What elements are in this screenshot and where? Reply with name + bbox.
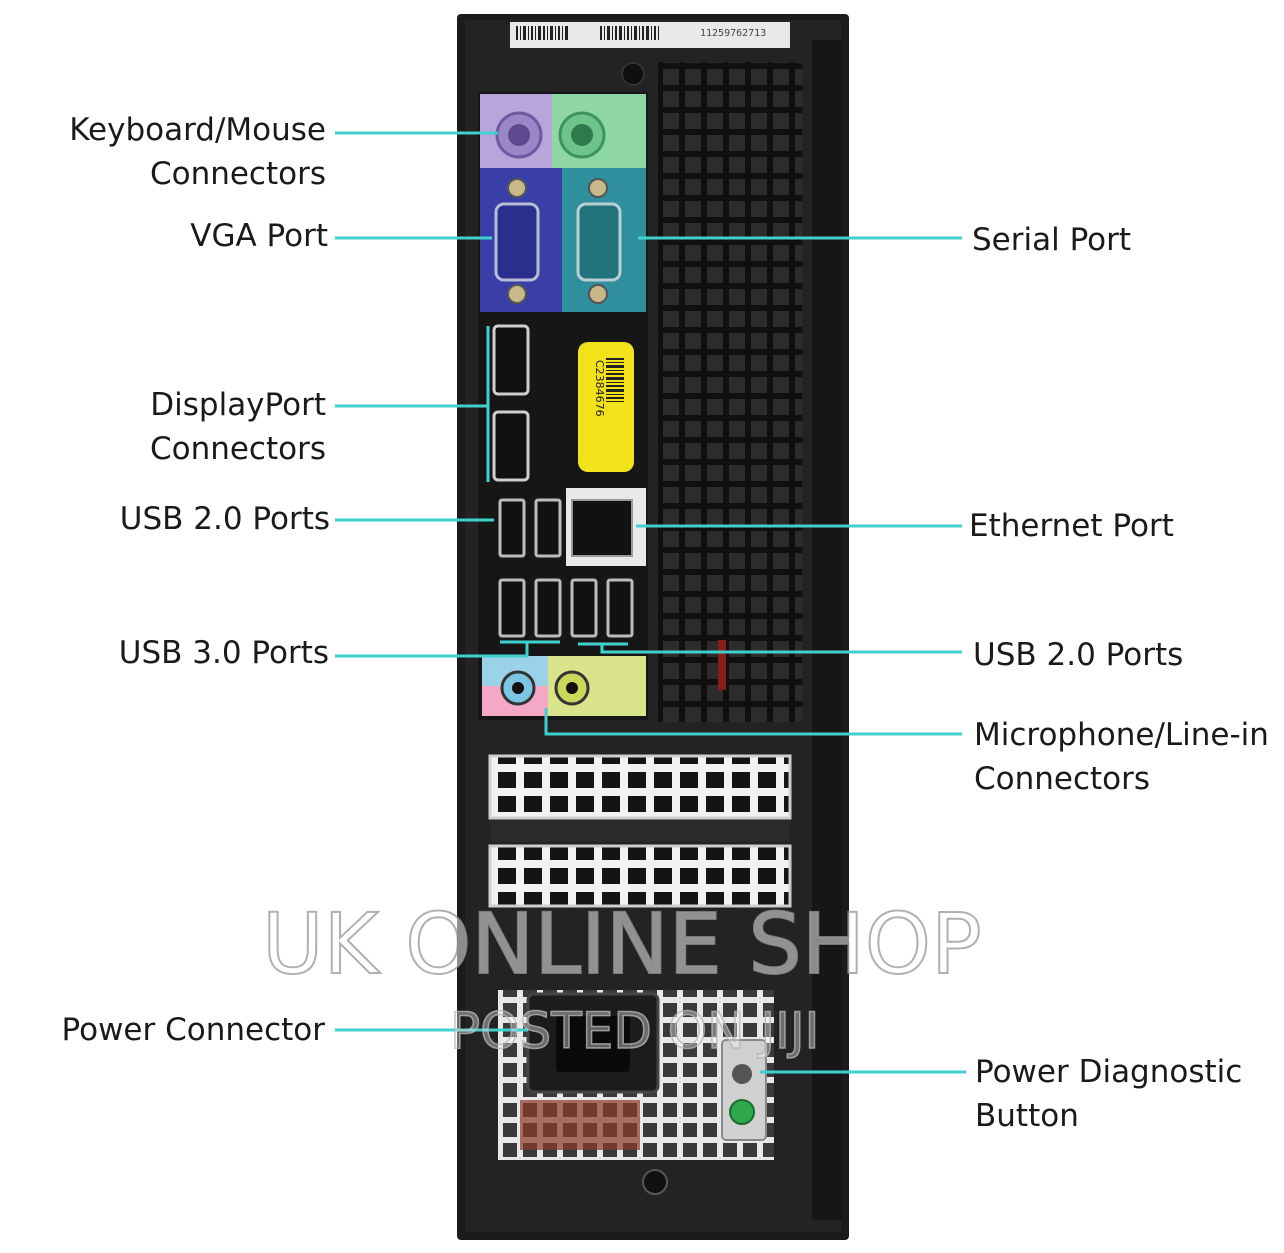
usb2-port-upper-2 <box>534 498 562 558</box>
leader-lines <box>335 131 966 1074</box>
label-mic-line-in: Microphone/Line-in Connectors <box>974 713 1269 801</box>
label-keyboard-mouse-line2: Connectors <box>149 156 326 192</box>
label-displayport-line1: DisplayPort <box>150 387 326 423</box>
label-serial: Serial Port <box>972 218 1131 262</box>
label-serial-text: Serial Port <box>972 222 1132 258</box>
label-power-diagnostic-line2: Button <box>975 1098 1079 1134</box>
label-power-diagnostic-line1: Power Diagnostic <box>975 1054 1243 1090</box>
label-mic-line-in-line2: Connectors <box>974 761 1151 797</box>
screw <box>621 62 645 86</box>
label-usb2-left-text: USB 2.0 Ports <box>119 501 330 537</box>
label-usb2-left: USB 2.0 Ports <box>120 497 330 541</box>
label-power-diagnostic: Power Diagnostic Button <box>975 1050 1242 1138</box>
label-usb2-right-text: USB 2.0 Ports <box>973 637 1184 673</box>
label-usb2-right: USB 2.0 Ports <box>973 633 1183 677</box>
watermark-shop-name: UK ONLINE SHOP <box>261 894 983 994</box>
label-power-connector: Power Connector <box>62 1008 325 1052</box>
label-power-connector-text: Power Connector <box>61 1012 325 1048</box>
label-keyboard-mouse: Keyboard/Mouse Connectors <box>69 108 326 196</box>
power-diagnostic-led <box>732 1064 752 1084</box>
power-diagnostic-button <box>729 1099 755 1125</box>
label-keyboard-mouse-line1: Keyboard/Mouse <box>69 112 326 148</box>
expansion-slot-1 <box>488 754 792 820</box>
usb3-port-1 <box>498 578 526 638</box>
vga-port <box>494 202 540 282</box>
label-ethernet: Ethernet Port <box>969 504 1174 548</box>
barcode-sticker-text: C2384676 <box>593 360 606 417</box>
psu-screw <box>642 1169 668 1195</box>
label-usb3-text: USB 3.0 Ports <box>118 635 329 671</box>
ethernet-port <box>571 499 633 557</box>
label-displayport: DisplayPort Connectors <box>150 383 326 471</box>
label-usb3: USB 3.0 Ports <box>119 631 329 675</box>
label-vga-text: VGA Port <box>190 218 328 254</box>
expansion-slot-2 <box>488 844 792 908</box>
label-ethernet-text: Ethernet Port <box>969 508 1174 544</box>
barcode <box>516 26 659 40</box>
usb3-port-2 <box>534 578 562 638</box>
service-tag-number: 11259762713 <box>700 28 766 39</box>
label-mic-line-in-line1: Microphone/Line-in <box>974 717 1269 753</box>
displayport-1 <box>492 324 530 396</box>
usb2-port-lower-1 <box>570 578 598 638</box>
vent-grille <box>658 62 802 722</box>
displayport-2 <box>492 410 530 482</box>
usb2-port-lower-2 <box>606 578 634 638</box>
label-displayport-line2: Connectors <box>149 431 326 467</box>
usb2-port-upper-1 <box>498 498 526 558</box>
label-vga: VGA Port <box>190 214 328 258</box>
service-tag-label <box>510 22 790 48</box>
serial-port <box>576 202 622 282</box>
watermark-posted-on: POSTED ON JIJI <box>449 1001 820 1061</box>
